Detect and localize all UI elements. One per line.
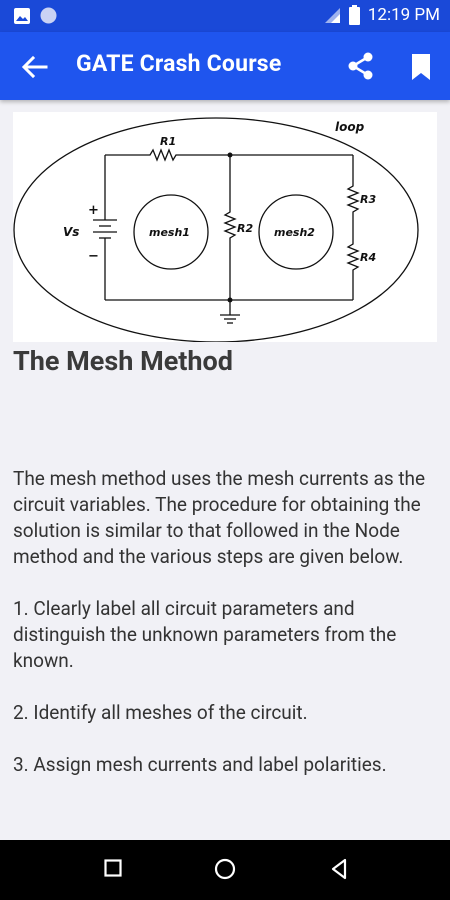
circuit-diagram: loop R1 + − Vs mesh1 R2 mesh2 R3 R4 — [13, 112, 437, 342]
status-bar: 12:19 PM — [0, 0, 450, 32]
vs-label: Vs — [63, 225, 79, 239]
bookmark-icon[interactable] — [408, 52, 434, 82]
article-step-3: 3. Assign mesh currents and label polari… — [13, 753, 387, 776]
app-bar: GATE Crash Course — [0, 32, 450, 100]
article-step-2: 2. Identify all meshes of the circuit. — [13, 701, 308, 724]
r3-label: R3 — [360, 193, 376, 206]
article-paragraph: The mesh method uses the mesh currents a… — [13, 467, 426, 568]
signal-icon — [324, 8, 340, 23]
back-triangle-icon[interactable] — [330, 858, 348, 880]
system-nav-bar — [0, 840, 450, 900]
mesh2-label: mesh2 — [274, 226, 315, 239]
status-time: 12:19 PM — [367, 5, 440, 25]
plus-label: + — [88, 203, 99, 218]
recents-square-icon[interactable] — [104, 859, 122, 877]
minus-label: − — [88, 249, 99, 264]
r2-label: R2 — [237, 222, 253, 235]
battery-icon — [348, 5, 360, 25]
circle-notification-icon — [40, 7, 57, 24]
home-circle-icon[interactable] — [214, 858, 236, 880]
article-heading: The Mesh Method — [13, 345, 233, 377]
mesh1-label: mesh1 — [149, 226, 190, 239]
share-icon[interactable] — [346, 51, 376, 81]
article-body: The mesh method uses the mesh currents a… — [13, 466, 441, 804]
r4-label: R4 — [360, 251, 376, 264]
app-title: GATE Crash Course — [76, 50, 282, 77]
loop-label: loop — [335, 120, 365, 134]
back-arrow-icon[interactable] — [20, 52, 50, 82]
article-step-1: 1. Clearly label all circuit parameters … — [13, 597, 397, 672]
image-notification-icon — [14, 7, 30, 24]
r1-label: R1 — [160, 135, 176, 148]
